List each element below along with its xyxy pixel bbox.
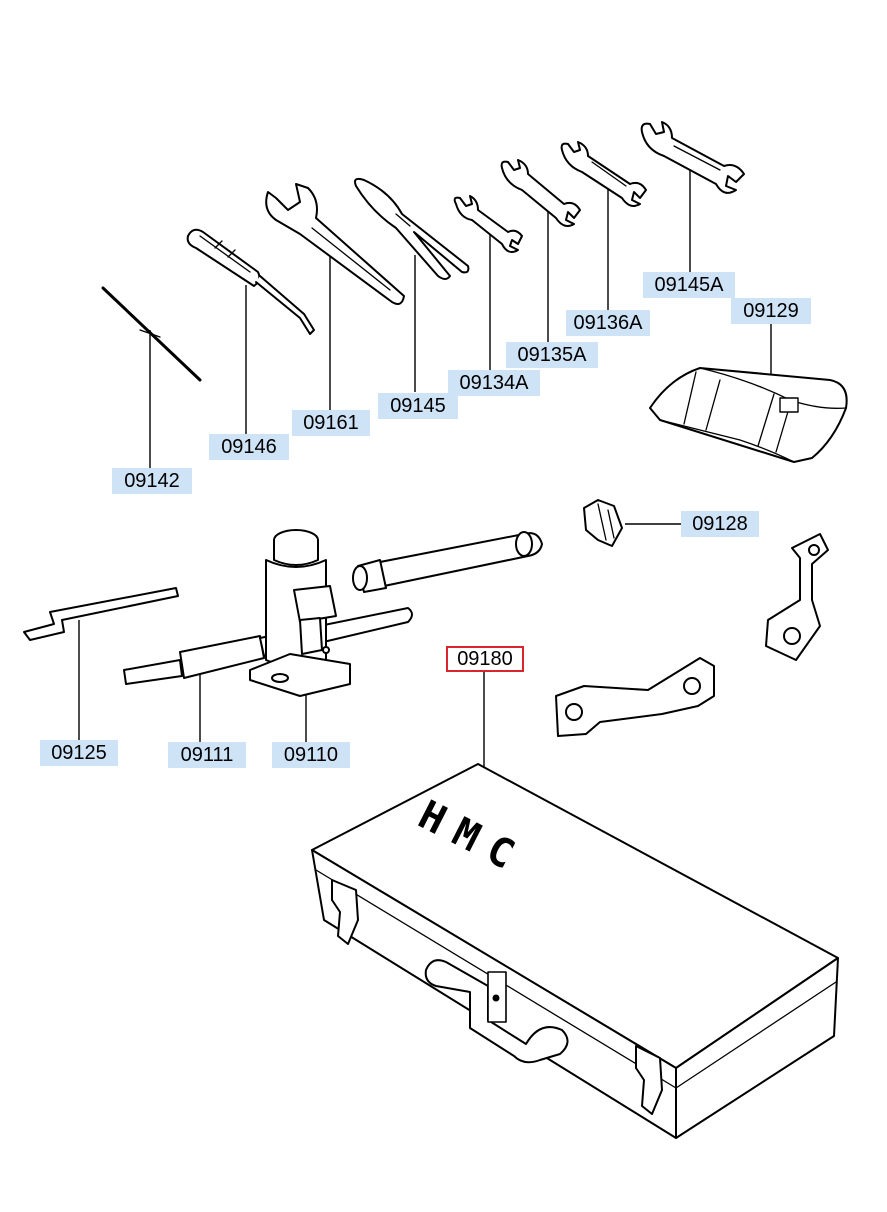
part-09146-screwdriver[interactable] <box>186 228 315 335</box>
label-09145[interactable]: 09145 <box>378 393 458 419</box>
part-09110-jack[interactable] <box>249 529 351 697</box>
label-09135A[interactable]: 09135A <box>506 342 598 368</box>
label-09136A[interactable]: 09136A <box>566 310 650 336</box>
label-09161[interactable]: 09161 <box>292 410 370 436</box>
label-09125[interactable]: 09125 <box>40 740 118 766</box>
part-09128-clip[interactable] <box>583 499 623 547</box>
label-09128[interactable]: 09128 <box>681 511 759 537</box>
label-09142[interactable]: 09142 <box>112 468 192 494</box>
part-09180-tool-box[interactable] <box>311 763 839 1139</box>
part-09145A-wrench[interactable] <box>640 121 745 194</box>
label-09134A[interactable]: 09134A <box>448 370 540 396</box>
label-09111[interactable]: 09111 <box>168 742 246 768</box>
part-09145-pliers[interactable] <box>354 177 470 280</box>
part-09134A-wrench[interactable] <box>453 195 523 253</box>
part-09125-jack-handle[interactable] <box>23 587 179 641</box>
label-09110[interactable]: 09110 <box>272 742 350 768</box>
part-09135A-wrench[interactable] <box>500 159 581 227</box>
part-09142-rod[interactable] <box>101 286 202 382</box>
label-09145A[interactable]: 09145A <box>643 272 735 298</box>
part-bracket-lower[interactable] <box>555 657 715 737</box>
label-09129[interactable]: 09129 <box>731 298 811 324</box>
leader-lines <box>78 160 772 770</box>
part-extension-bar[interactable] <box>352 531 543 593</box>
part-09136A-wrench[interactable] <box>560 141 647 207</box>
part-09161-adjustable-wrench[interactable] <box>265 183 405 305</box>
label-09180[interactable]: 09180 <box>446 646 524 672</box>
part-bracket-right[interactable] <box>765 533 829 661</box>
label-09146[interactable]: 09146 <box>209 434 289 460</box>
part-09129-tool-bag[interactable] <box>649 367 848 463</box>
